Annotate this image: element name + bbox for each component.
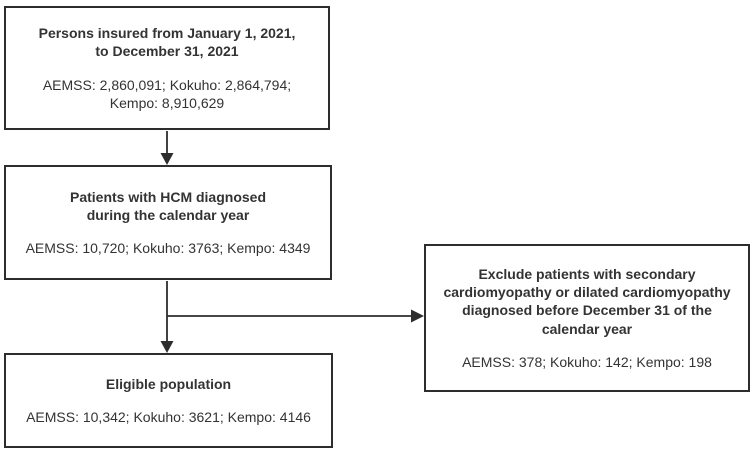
box-title: Eligible population xyxy=(105,375,232,392)
flow-box-persons-insured: Persons insured from January 1, 2021, to… xyxy=(4,6,330,130)
flow-box-exclusion: Exclude patients with secondary cardiomy… xyxy=(424,244,750,392)
box-title: Persons insured from January 1, 2021, to… xyxy=(38,25,296,60)
box-stats: AEMSS: 2,860,091; Kokuho: 2,864,794; Kem… xyxy=(42,76,292,111)
box-stats: AEMSS: 10,342; Kokuho: 3621; Kempo: 4146 xyxy=(26,409,311,425)
flow-box-hcm-patients: Patients with HCM diagnosed during the c… xyxy=(4,165,332,280)
arrow-down-icon xyxy=(160,131,174,165)
arrow-down-icon xyxy=(160,281,174,353)
flow-box-eligible: Eligible population AEMSS: 10,342; Kokuh… xyxy=(4,353,333,448)
box-title: Patients with HCM diagnosed during the c… xyxy=(69,188,266,223)
arrow-right-icon xyxy=(167,309,424,323)
box-stats: AEMSS: 378; Kokuho: 142; Kempo: 198 xyxy=(462,353,712,370)
box-title: Exclude patients with secondary cardiomy… xyxy=(443,266,731,337)
box-stats: AEMSS: 10,720; Kokuho: 3763; Kempo: 4349 xyxy=(25,240,311,257)
